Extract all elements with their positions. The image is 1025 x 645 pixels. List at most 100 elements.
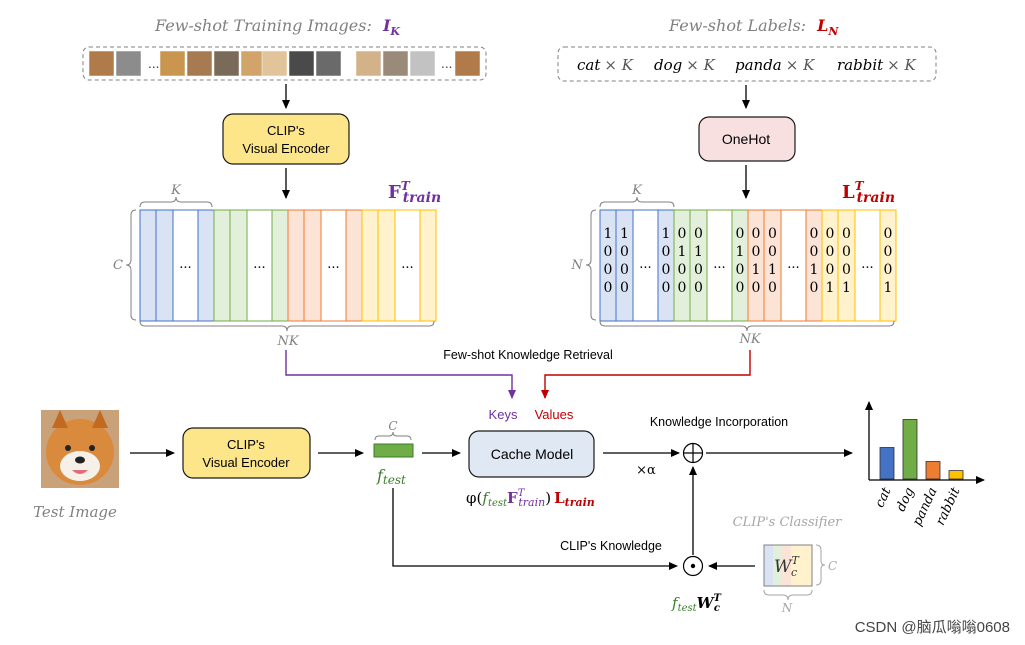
svg-text:Visual Encoder: Visual Encoder bbox=[202, 455, 290, 470]
feature-ellipsis: ... bbox=[253, 257, 265, 272]
onehot-digit: 0 bbox=[826, 244, 835, 260]
feature-column bbox=[287, 209, 305, 322]
onehot-digit: 0 bbox=[620, 244, 629, 260]
training-image-thumb bbox=[382, 50, 409, 77]
c-label-left: C bbox=[113, 258, 123, 273]
onehot-digit: 0 bbox=[752, 280, 761, 296]
onehot-digit: 1 bbox=[842, 280, 851, 296]
clip-knowledge-arrow bbox=[392, 488, 678, 570]
onehot-digit: 0 bbox=[752, 244, 761, 260]
training-image-thumb bbox=[115, 50, 142, 77]
onehot-digit: 1 bbox=[884, 280, 893, 296]
feature-column bbox=[320, 209, 347, 322]
label-ellipsis: ... bbox=[861, 257, 873, 272]
label-column bbox=[854, 209, 881, 322]
n-brace-classifier bbox=[763, 589, 813, 601]
n-label-classifier: N bbox=[781, 601, 793, 615]
onehot-digit: 0 bbox=[752, 226, 761, 242]
training-image-thumb bbox=[315, 50, 342, 77]
onehot-box: OneHot bbox=[698, 116, 796, 162]
feature-ellipsis: ... bbox=[179, 257, 191, 272]
label-column bbox=[706, 209, 733, 322]
feature-column bbox=[271, 209, 289, 322]
onehot-digit: 0 bbox=[662, 244, 671, 260]
onehot-digit: 0 bbox=[736, 262, 745, 278]
k-brace-left bbox=[139, 196, 213, 208]
label-item-dog: dog× K bbox=[654, 56, 716, 74]
onehot-digit: 1 bbox=[694, 244, 703, 260]
onehot-digit: 0 bbox=[678, 280, 687, 296]
tick-label-cat: cat bbox=[872, 485, 894, 510]
bar-panda bbox=[925, 461, 941, 480]
n-brace-right bbox=[585, 209, 597, 321]
c-label-classifier: C bbox=[828, 559, 837, 573]
onehot-digit: 0 bbox=[884, 244, 893, 260]
feature-column bbox=[172, 209, 199, 322]
thumb-ellipsis: ... bbox=[441, 57, 452, 71]
training-image-thumb bbox=[213, 50, 240, 77]
onehot-digit: 0 bbox=[662, 262, 671, 278]
onehot-digit: 1 bbox=[810, 262, 819, 278]
cache-model-box: Cache Model bbox=[468, 430, 595, 478]
clip-visual-encoder-top: CLIP's Visual Encoder bbox=[222, 113, 350, 165]
feature-column bbox=[139, 209, 157, 322]
label-column bbox=[780, 209, 807, 322]
label-column bbox=[632, 209, 659, 322]
onehot-digit: 0 bbox=[678, 262, 687, 278]
k-label-right: K bbox=[631, 183, 643, 198]
keys-label: Keys bbox=[489, 407, 518, 422]
c-brace-ftest bbox=[374, 431, 412, 441]
onehot-digit: 0 bbox=[842, 226, 851, 242]
training-image-thumb bbox=[159, 50, 186, 77]
feature-column bbox=[213, 209, 231, 322]
feature-column bbox=[345, 209, 363, 322]
feature-column bbox=[155, 209, 174, 322]
svg-text:Visual Encoder: Visual Encoder bbox=[242, 141, 330, 156]
bar-dog bbox=[902, 419, 918, 480]
onehot-digit: 0 bbox=[810, 226, 819, 242]
onehot-digit: 0 bbox=[736, 280, 745, 296]
nk-label-left: NK bbox=[276, 334, 299, 349]
c-brace-left bbox=[125, 209, 137, 321]
feature-column bbox=[394, 209, 421, 322]
svg-text:CLIP's: CLIP's bbox=[227, 437, 265, 452]
onehot-digit: 0 bbox=[604, 244, 613, 260]
bar-cat bbox=[879, 447, 895, 480]
onehot-digit: 1 bbox=[678, 244, 687, 260]
training-image-thumb bbox=[454, 50, 481, 77]
feature-column bbox=[303, 209, 322, 322]
labels-title: Few-shot Labels: LN bbox=[668, 16, 839, 38]
svg-text:OneHot: OneHot bbox=[722, 131, 770, 147]
onehot-digit: 0 bbox=[694, 280, 703, 296]
label-column bbox=[879, 209, 897, 322]
training-image-thumb bbox=[261, 50, 288, 77]
clip-knowledge-label: CLIP's Knowledge bbox=[560, 539, 662, 553]
onehot-digit: 1 bbox=[736, 244, 745, 260]
feature-ellipsis: ... bbox=[327, 257, 339, 272]
label-item-rabbit: rabbit× K bbox=[837, 56, 916, 74]
c-brace-classifier bbox=[815, 544, 826, 586]
ftest-vector bbox=[373, 443, 414, 458]
training-images-title: Few-shot Training Images: IK bbox=[154, 16, 400, 38]
onehot-digit: 0 bbox=[604, 280, 613, 296]
onehot-digit: 0 bbox=[694, 262, 703, 278]
svg-text:CLIP's: CLIP's bbox=[267, 123, 305, 138]
svg-text:Few-shot Training Images:: Few-shot Training Images: IK bbox=[154, 16, 400, 38]
feature-column bbox=[419, 209, 437, 322]
nk-brace-right bbox=[599, 320, 895, 332]
values-arrow bbox=[541, 350, 751, 399]
thumb-ellipsis: ... bbox=[148, 57, 159, 71]
onehot-digit: 0 bbox=[620, 280, 629, 296]
feature-column bbox=[197, 209, 215, 322]
svg-text:Cache Model: Cache Model bbox=[491, 446, 574, 462]
onehot-digit: 0 bbox=[810, 244, 819, 260]
onehot-digit: 0 bbox=[604, 262, 613, 278]
onehot-digit: 0 bbox=[826, 226, 835, 242]
label-item-panda: panda× K bbox=[735, 56, 815, 74]
